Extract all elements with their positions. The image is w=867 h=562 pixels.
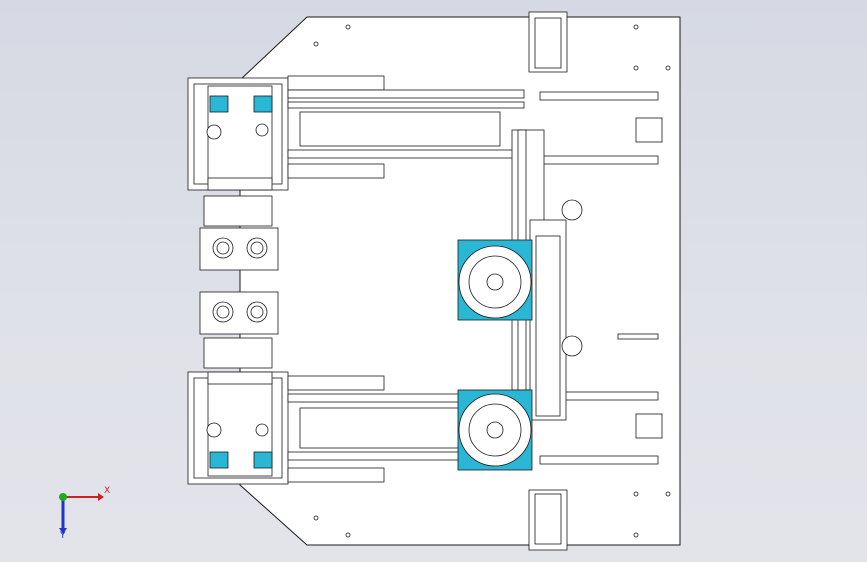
x-axis-label: X xyxy=(104,486,111,496)
lower-rotary-table xyxy=(457,389,533,471)
upper-rotary-table xyxy=(457,239,533,321)
upper-rail-assembly xyxy=(287,75,659,179)
left-upper-fixture xyxy=(187,77,289,227)
y-axis-label: Y xyxy=(60,531,66,541)
origin-marker xyxy=(59,493,67,501)
mounting-holes xyxy=(313,24,671,538)
left-middle-block-upper xyxy=(199,227,279,271)
left-lower-fixture xyxy=(187,371,289,485)
coordinate-triad xyxy=(59,493,104,534)
left-middle-block-lower xyxy=(199,291,279,369)
right-side-parts xyxy=(561,117,663,439)
